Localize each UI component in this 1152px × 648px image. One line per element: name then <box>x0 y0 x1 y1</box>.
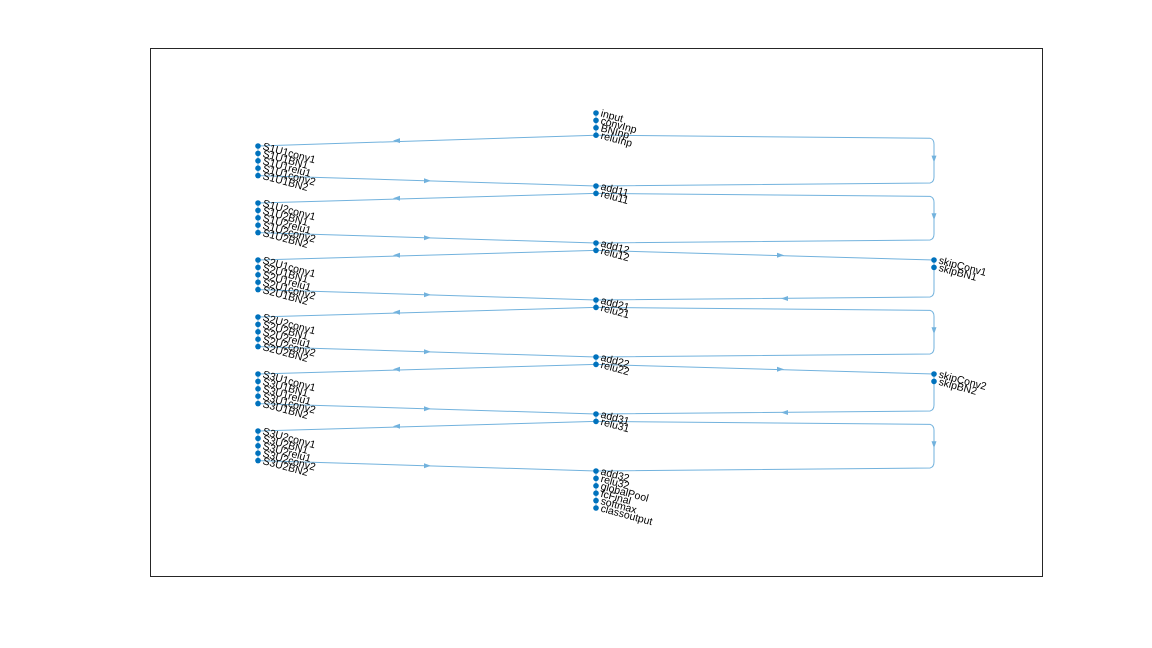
node-input[interactable] <box>593 110 599 116</box>
node-s2u2relu1[interactable] <box>255 329 261 335</box>
node-s1u1bn1[interactable] <box>255 150 261 157</box>
edge-relu22-s3u1conv1 <box>257 363 597 375</box>
arrow-reluinp-s1u1conv1 <box>393 138 400 144</box>
node-s3u2bn2[interactable] <box>255 457 261 464</box>
node-relu32[interactable] <box>593 475 599 482</box>
arrow-s1u1bn2-add11 <box>424 178 431 184</box>
arrow-s3u2bn2-add32 <box>424 463 431 469</box>
arrow-s3u1bn2-add31 <box>424 406 431 412</box>
arrow-skip-relu21 <box>931 327 937 335</box>
node-relu31[interactable] <box>593 418 599 425</box>
edge-relu11-s1u2conv1 <box>257 192 597 204</box>
edge-relu12-skipconv1 <box>595 249 935 261</box>
node-add32[interactable] <box>593 468 599 474</box>
node-s2u1relu1[interactable] <box>255 272 261 278</box>
arrow-relu12-s2u1conv1 <box>393 252 400 258</box>
node-s3u1relu1[interactable] <box>255 386 261 392</box>
node-relu12[interactable] <box>593 247 599 254</box>
node-s3u2conv2[interactable] <box>255 450 261 457</box>
arrow-relu11-s1u2conv1 <box>393 195 400 201</box>
node-softmax[interactable] <box>593 497 599 504</box>
edge-reluinp-s1u1conv1 <box>257 134 597 147</box>
node-s2u1conv1[interactable] <box>255 257 261 263</box>
arrow-skip-relu11 <box>931 213 937 221</box>
edge-relu12-s2u1conv1 <box>257 249 597 261</box>
node-relu22[interactable] <box>593 361 599 368</box>
node-s2u2conv1[interactable] <box>255 314 261 320</box>
node-skipbn1[interactable] <box>931 264 937 271</box>
node-s2u1bn2[interactable] <box>255 286 261 293</box>
node-s1u2bn1[interactable] <box>255 207 261 214</box>
arrow-relu21-s2u2conv1 <box>393 309 400 315</box>
node-skipconv1[interactable] <box>931 257 937 263</box>
node-s1u2relu1[interactable] <box>255 215 261 221</box>
node-s1u2conv2[interactable] <box>255 222 261 228</box>
node-s2u2bn2[interactable] <box>255 343 261 350</box>
node-s1u1bn2[interactable] <box>255 172 261 179</box>
node-relu11[interactable] <box>593 190 599 197</box>
nodes-layer <box>255 110 937 511</box>
node-s3u1bn2[interactable] <box>255 400 261 407</box>
node-s1u1conv1[interactable] <box>255 143 261 149</box>
edge-relu31-s3u2conv1 <box>257 420 597 432</box>
node-add11[interactable] <box>593 183 599 189</box>
node-s1u1relu1[interactable] <box>255 158 261 164</box>
arrow-relu22-s3u1conv1 <box>393 366 400 372</box>
arrow-skip-reluinp <box>931 155 937 163</box>
node-s2u1conv2[interactable] <box>255 279 261 286</box>
node-classoutput[interactable] <box>593 505 599 511</box>
node-globalpool[interactable] <box>593 483 599 489</box>
node-s2u1bn1[interactable] <box>255 264 261 271</box>
node-convinp[interactable] <box>593 117 599 124</box>
node-s2u2conv2[interactable] <box>255 336 261 343</box>
node-s2u2bn1[interactable] <box>255 321 261 328</box>
node-s3u1conv2[interactable] <box>255 393 261 400</box>
arrow-skip-relu31 <box>931 441 937 449</box>
node-s3u2relu1[interactable] <box>255 443 261 449</box>
node-fcfinal[interactable] <box>593 490 599 497</box>
arrow-skipbn1-add21 <box>781 296 788 301</box>
arrow-skipbn2-add31 <box>781 410 788 415</box>
node-skipbn2[interactable] <box>931 378 937 385</box>
node-s1u2conv1[interactable] <box>255 200 261 206</box>
node-add22[interactable] <box>593 354 599 360</box>
node-bninp[interactable] <box>593 125 599 131</box>
edge-relu21-s2u2conv1 <box>257 306 597 318</box>
edge-skipbn1-add21 <box>595 267 935 301</box>
node-reluinp[interactable] <box>593 132 599 138</box>
arrow-s2u1bn2-add21 <box>424 292 431 298</box>
node-s1u1conv2[interactable] <box>255 165 261 171</box>
node-s1u2bn2[interactable] <box>255 229 261 236</box>
edges-layer <box>257 113 937 508</box>
node-add21[interactable] <box>593 297 599 303</box>
node-s3u1bn1[interactable] <box>255 378 261 385</box>
node-relu21[interactable] <box>593 304 599 311</box>
node-add12[interactable] <box>593 240 599 246</box>
arrow-relu31-s3u2conv1 <box>393 423 400 429</box>
node-add31[interactable] <box>593 411 599 417</box>
arrow-relu22-skipconv2 <box>777 366 784 372</box>
arrow-relu12-skipconv1 <box>777 252 784 258</box>
node-skipconv2[interactable] <box>931 371 937 377</box>
node-s3u2bn1[interactable] <box>255 435 261 442</box>
arrow-s1u2bn2-add12 <box>424 235 431 241</box>
node-s3u2conv1[interactable] <box>255 428 261 434</box>
node-label-input: input <box>599 108 624 126</box>
arrow-s2u2bn2-add22 <box>424 349 431 355</box>
edge-skipbn2-add31 <box>595 381 935 415</box>
edge-relu22-skipconv2 <box>595 363 935 375</box>
node-s3u1conv1[interactable] <box>255 371 261 377</box>
